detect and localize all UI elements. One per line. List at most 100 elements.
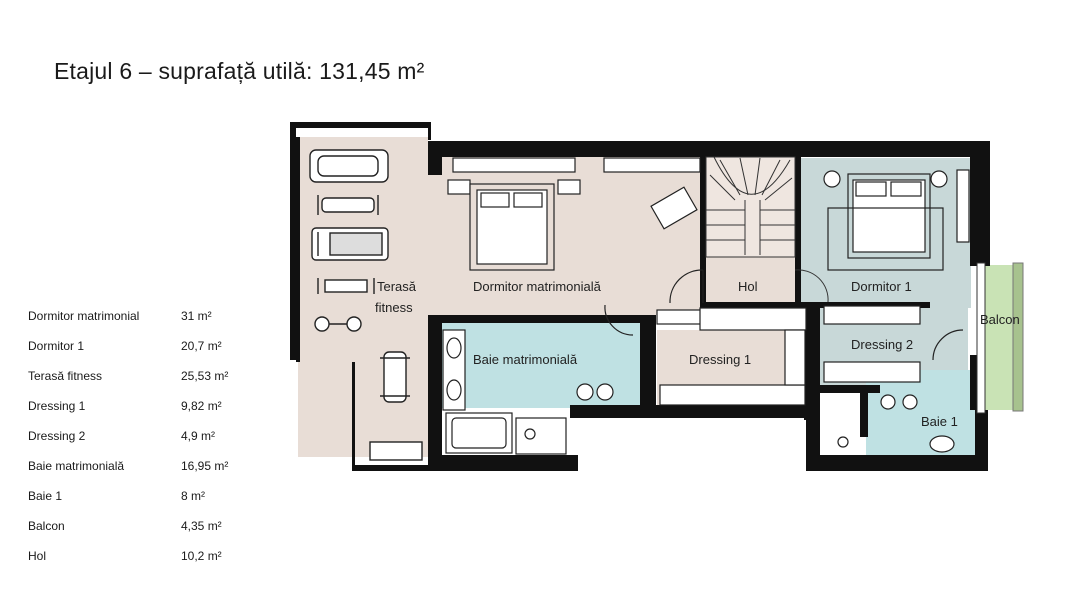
bathtub-icon — [309, 149, 389, 183]
terrace-bottom-left — [352, 362, 355, 470]
right-wall-bath — [975, 410, 988, 471]
left-wall-upper — [428, 141, 442, 175]
legend-row: Dormitor matrimonial 31 m² — [28, 309, 258, 339]
label-hol: Hol — [738, 279, 758, 294]
top-wall-b — [700, 141, 990, 157]
walls — [290, 122, 990, 471]
sink-icon — [446, 379, 462, 401]
lamp-icon — [823, 170, 841, 188]
legend-room-area: 9,82 m² — [181, 399, 222, 413]
legend-room-area: 16,95 m² — [181, 459, 229, 473]
legend-row: Hol 10,2 m² — [28, 549, 258, 579]
bottom-wall-b — [640, 405, 808, 418]
label-balcon: Balcon — [980, 312, 1020, 327]
legend-room-area: 8 m² — [181, 489, 205, 503]
terrace-floor — [298, 137, 428, 457]
legend-room-name: Terasă fitness — [28, 369, 103, 383]
staircase-icon — [705, 156, 829, 303]
legend-room-name: Dressing 1 — [28, 399, 86, 413]
legend-room-name: Baie 1 — [28, 489, 63, 503]
label-fitness: fitness — [375, 300, 413, 315]
shower-tray — [515, 417, 567, 455]
armchair-icon — [650, 186, 698, 230]
hall-bottom-wall — [700, 302, 810, 308]
nightstand-icon — [447, 179, 471, 195]
door-swing — [794, 269, 829, 303]
legend-row: Terasă fitness 25,53 m² — [28, 369, 258, 399]
planter-icon — [369, 441, 423, 461]
legend-room-area: 31 m² — [181, 309, 212, 323]
dressing-1-shelves — [659, 307, 807, 406]
wardrobe-icon — [956, 169, 970, 243]
bottom-wall-bath — [428, 455, 578, 471]
label-terasa: Terasă — [377, 279, 417, 294]
bath1-top-wall — [820, 385, 880, 393]
legend-room-name: Baie matrimonială — [28, 459, 125, 473]
door-swing — [932, 329, 964, 361]
master-bedroom-furniture — [447, 157, 704, 304]
terrace-left-wall — [296, 137, 300, 362]
label-dormitor-matrimoniala: Dormitor matrimonială — [473, 279, 601, 294]
stair-wall-right — [795, 150, 801, 305]
door-swing — [604, 304, 634, 336]
terrace-bottom — [352, 465, 428, 471]
wardrobe-icon — [452, 157, 576, 173]
legend-row: Dressing 1 9,82 m² — [28, 399, 258, 429]
door-swing — [669, 269, 704, 304]
sink-icon — [446, 337, 462, 359]
legend-room-area: 4,9 m² — [181, 429, 216, 443]
legend-room-area: 25,53 m² — [181, 369, 229, 383]
toilet-icon — [576, 383, 594, 401]
label-dressing-1: Dressing 1 — [689, 352, 752, 367]
legend-room-name: Dormitor matrimonial — [28, 309, 140, 323]
legend-row: Dormitor 1 20,7 m² — [28, 339, 258, 369]
toilet-icon — [880, 394, 896, 410]
bidet-icon — [902, 394, 918, 410]
bench-icon — [321, 197, 375, 213]
bedroom1-bottom-wall — [820, 302, 930, 308]
legend-room-name: Dressing 2 — [28, 429, 86, 443]
legend-room-area: 10,2 m² — [181, 549, 222, 563]
shower-icon — [837, 436, 849, 448]
legend-room-name: Balcon — [28, 519, 65, 533]
label-dormitor-1: Dormitor 1 — [851, 279, 912, 294]
fitness-equipment — [309, 149, 423, 461]
bottom-wall-a — [570, 405, 658, 418]
label-baie-matrimoniala: Baie matrimonială — [473, 352, 578, 367]
bidet-icon — [596, 383, 614, 401]
rower-icon — [383, 351, 407, 403]
legend-room-area: 20,7 m² — [181, 339, 222, 353]
bath-1-floor — [866, 370, 976, 455]
legend-row: Baie 1 8 m² — [28, 489, 258, 519]
top-wall-c — [970, 141, 990, 266]
lamp-icon — [930, 170, 948, 188]
legend-room-name: Hol — [28, 549, 47, 563]
rug-icon — [827, 207, 944, 271]
top-wall-a — [428, 141, 708, 157]
label-baie-1: Baie 1 — [921, 414, 958, 429]
legend-room-name: Dormitor 1 — [28, 339, 85, 353]
left-wall-lower — [428, 318, 442, 471]
bedroom-1-furniture — [823, 169, 970, 361]
legend-row: Balcon 4,35 m² — [28, 519, 258, 549]
balcony-rail — [1012, 262, 1024, 412]
legend-row: Baie matrimonială 16,95 m² — [28, 459, 258, 489]
bottom-wall-d — [806, 455, 988, 471]
master-bath-fixtures — [442, 304, 703, 455]
bath-top-wall — [428, 315, 643, 323]
area-legend: Dormitor matrimonial 31 m² Dormitor 1 20… — [28, 309, 258, 579]
legend-room-area: 4,35 m² — [181, 519, 222, 533]
weight-bench-icon — [324, 279, 368, 293]
bath-right-wall — [640, 315, 656, 415]
dressing-1-right — [804, 302, 820, 420]
bath-1-fixtures — [837, 394, 955, 453]
bath1-top-wall2 — [860, 385, 868, 437]
sink-icon — [929, 435, 955, 453]
legend-row: Dressing 2 4,9 m² — [28, 429, 258, 459]
nightstand-icon — [557, 179, 581, 195]
label-dressing-2: Dressing 2 — [851, 337, 914, 352]
stair-wall-left — [700, 150, 706, 305]
bike-icon — [314, 316, 330, 332]
balcony-window — [976, 262, 986, 414]
